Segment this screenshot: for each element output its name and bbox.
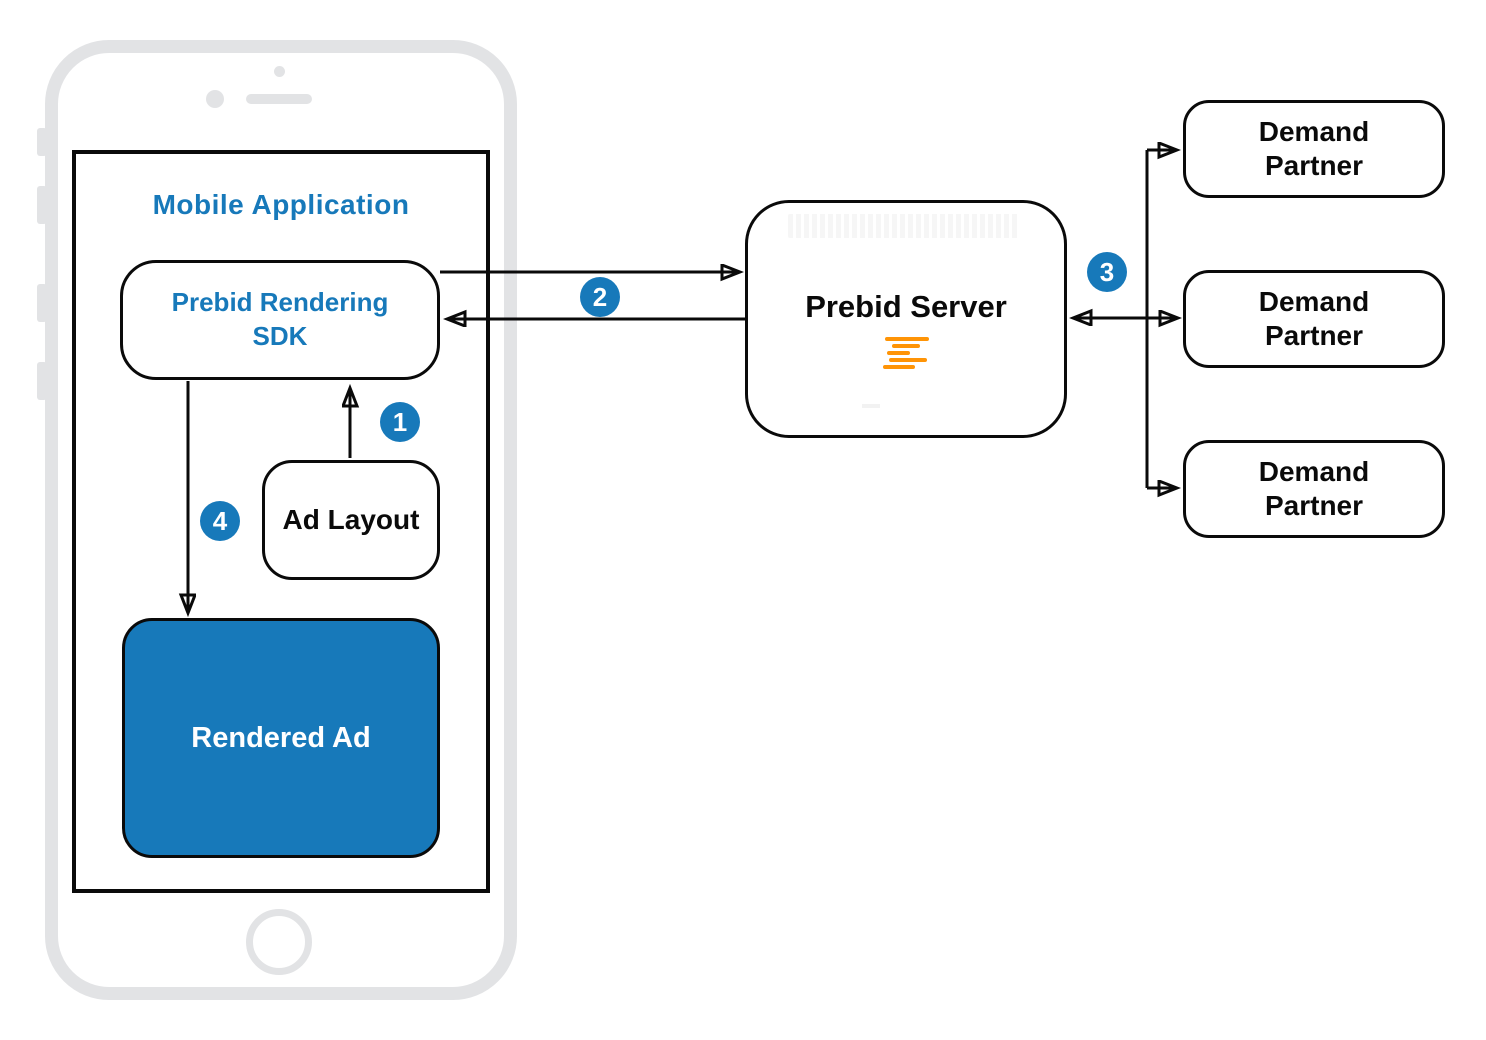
demand-partner-label: Demand Partner xyxy=(1258,116,1370,181)
step-number: 4 xyxy=(212,505,228,536)
phone-volume-down-button xyxy=(37,284,47,322)
step-badge-1: 1 xyxy=(380,402,420,442)
phone-speaker-icon xyxy=(246,94,312,104)
step-badge-4: 4 xyxy=(200,501,240,541)
phone-volume-up-button xyxy=(37,186,47,224)
demand-partner-box-3: Demand Partner xyxy=(1183,440,1445,538)
server-ghost-mark xyxy=(862,404,880,408)
prebid-server-label: Prebid Server xyxy=(805,289,1007,324)
step-badge-3: 3 xyxy=(1087,252,1127,292)
demand-partner-label: Demand Partner xyxy=(1258,286,1370,351)
step-number: 1 xyxy=(392,406,408,437)
step-number: 3 xyxy=(1099,256,1115,287)
demand-partner-box-2: Demand Partner xyxy=(1183,270,1445,368)
phone-home-button xyxy=(246,909,312,975)
phone-sensor-icon xyxy=(206,90,224,108)
rendered-ad-label: Rendered Ad xyxy=(191,721,371,754)
mobile-application-title: Mobile Application xyxy=(152,189,410,220)
step-badge-2: 2 xyxy=(580,277,620,317)
prebid-rendering-sdk-label: Prebid Rendering SDK xyxy=(171,287,389,351)
phone-side-button xyxy=(37,362,47,400)
phone-mute-switch xyxy=(37,128,47,156)
rendered-ad-box: Rendered Ad xyxy=(122,618,440,858)
prebid-logo-icon xyxy=(882,337,930,369)
demand-partner-box-1: Demand Partner xyxy=(1183,100,1445,198)
server-ghost-watermark xyxy=(788,214,1020,238)
prebid-rendering-sdk-box: Prebid Rendering SDK xyxy=(120,260,440,380)
demand-partner-label: Demand Partner xyxy=(1258,456,1370,521)
prebid-server-box: Prebid Server xyxy=(745,200,1067,438)
phone-camera-icon xyxy=(274,66,285,77)
step-number: 2 xyxy=(592,281,608,312)
ad-layout-label: Ad Layout xyxy=(282,504,420,535)
ad-layout-box: Ad Layout xyxy=(262,460,440,580)
